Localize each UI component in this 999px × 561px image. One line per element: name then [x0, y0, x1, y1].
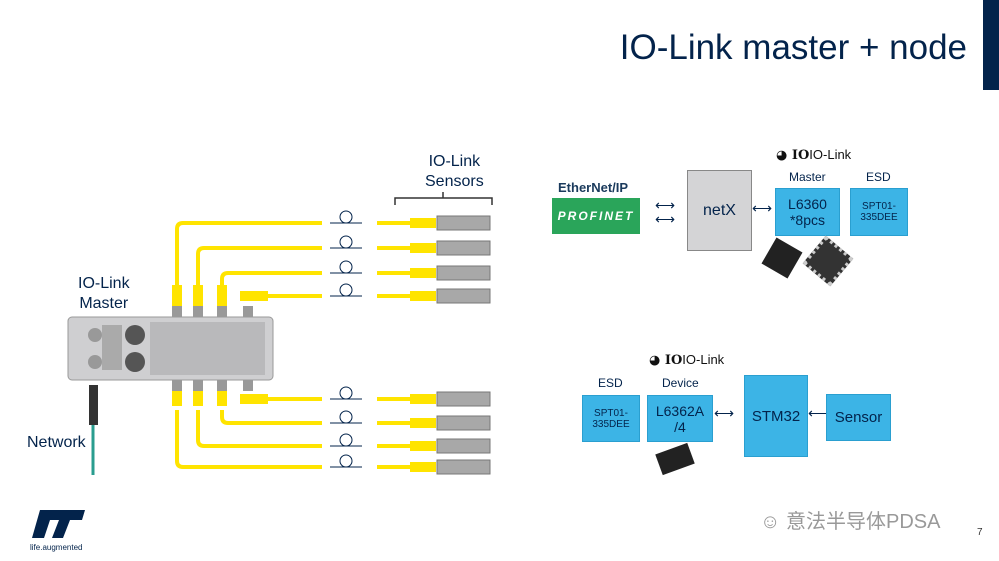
- master-heading: Master: [789, 170, 826, 184]
- sensor-connector: [410, 243, 436, 253]
- sensor-connector: [410, 462, 436, 472]
- l6362a-block: L6362A /4: [647, 395, 713, 442]
- io-link-sensor: [436, 438, 491, 454]
- angled-connector: [240, 291, 268, 301]
- cable: [175, 221, 322, 285]
- arrow-icon: ⟷: [752, 200, 773, 216]
- cable: [220, 410, 322, 425]
- profinet-logo: PROFINET: [552, 198, 640, 234]
- sensors-bracket: [394, 192, 493, 205]
- stm32-block: STM32: [744, 375, 808, 457]
- sensor-connector: [410, 394, 436, 404]
- iolink-logo: ◕ IOIO-Link: [776, 147, 852, 163]
- sensor-connector: [410, 441, 436, 451]
- power-port: [88, 328, 102, 342]
- cable-break-icon: [339, 433, 353, 447]
- network-label: Network: [27, 434, 86, 451]
- cable: [175, 410, 322, 469]
- cable-break-icon: [339, 210, 353, 224]
- cable-connector: [172, 285, 182, 313]
- sensor-connector: [410, 218, 436, 228]
- st-logo: [32, 510, 85, 538]
- cable-break-icon: [339, 386, 353, 400]
- cable: [196, 410, 322, 448]
- cable-break-icon: [339, 454, 353, 468]
- arrow-icon: ⟷: [714, 405, 735, 421]
- cable: [196, 246, 322, 285]
- arrow-left-icon: ⟵: [808, 405, 829, 421]
- port-nut: [217, 380, 227, 391]
- esd-heading: ESD: [866, 170, 891, 184]
- port-nut: [193, 306, 203, 317]
- port-nut: [193, 380, 203, 391]
- esd-block: SPT01- 335DEE: [582, 395, 640, 442]
- cable: [220, 271, 322, 285]
- io-link-sensor: [436, 215, 491, 231]
- cable-connector: [217, 378, 227, 406]
- sensor-block: Sensor: [826, 394, 891, 441]
- iolink-logo: ◕ IOIO-Link: [649, 352, 725, 368]
- io-link-sensor: [436, 265, 491, 281]
- bidirectional-arrows: ⟷⟷: [655, 197, 676, 227]
- cable-break-icon: [339, 283, 353, 297]
- device-heading: Device: [662, 376, 699, 390]
- network-port: [125, 352, 145, 372]
- io-link-sensor: [436, 240, 491, 256]
- esd-block: SPT01- 335DEE: [850, 188, 908, 236]
- sensors-label: IO-Link Sensors: [425, 153, 484, 190]
- io-link-sensor: [436, 288, 491, 304]
- power-port: [88, 355, 102, 369]
- cable-connector: [193, 378, 203, 406]
- cable-break-icon: [339, 260, 353, 274]
- accent-bar: [983, 0, 999, 90]
- io-link-sensor: [436, 391, 491, 407]
- sensor-connector: [410, 418, 436, 428]
- label-plate: [102, 325, 122, 370]
- watermark: ☺ 意法半导体PDSA: [760, 511, 941, 533]
- sensor-connector: [410, 291, 436, 301]
- cable-break-icon: [339, 410, 353, 424]
- cable-break-icon: [339, 235, 353, 249]
- cable-connector: [193, 285, 203, 313]
- port-nut: [243, 306, 253, 317]
- slide-title: IO-Link master + node: [619, 28, 967, 67]
- io-link-sensor: [436, 415, 491, 431]
- tagline: life.augmented: [30, 543, 83, 552]
- port-nut: [243, 380, 253, 391]
- io-link-sensor: [436, 459, 491, 475]
- cable-connector: [217, 285, 227, 313]
- cable-connector: [172, 378, 182, 406]
- port-panel: [150, 322, 265, 375]
- network-connector: [89, 385, 98, 425]
- angled-connector: [240, 394, 268, 404]
- l6360-block: L6360 *8pcs: [775, 188, 840, 236]
- port-nut: [172, 306, 182, 317]
- ethernet-ip-logo: EtherNet/IP: [558, 180, 629, 195]
- port-nut: [217, 306, 227, 317]
- port-nut: [172, 380, 182, 391]
- sensor-connector: [410, 268, 436, 278]
- esd-heading: ESD: [598, 376, 623, 390]
- master-label: IO-Link Master: [78, 275, 130, 312]
- network-port: [125, 325, 145, 345]
- netx-block: netX: [687, 170, 752, 251]
- page-number: 7: [977, 527, 983, 538]
